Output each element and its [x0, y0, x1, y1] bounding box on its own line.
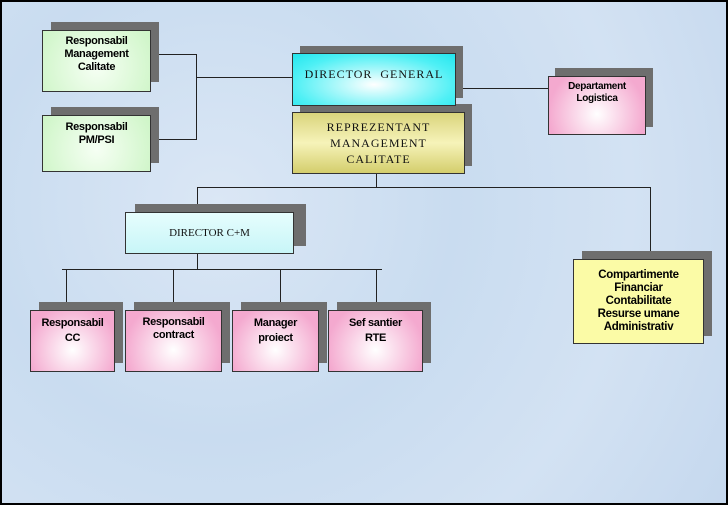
node-label: Responsabil [142, 316, 205, 328]
connector [197, 253, 198, 270]
connector [455, 88, 550, 89]
node-director-cm: DIRECTOR C+M [125, 212, 294, 254]
node-label: Compartimente [598, 269, 679, 281]
node-label: Financiar [614, 282, 663, 294]
connector [150, 54, 196, 55]
connector [196, 54, 197, 140]
node-label: REPREZENTANT [326, 120, 431, 134]
node-label: Resurse umane [597, 308, 680, 320]
node-label: DIRECTOR C+M [169, 227, 250, 239]
connector [650, 187, 651, 260]
node-label: proiect [258, 332, 293, 344]
connector [62, 269, 382, 270]
node-label: Responsabil [65, 35, 128, 47]
node-resp-contract: Responsabil contract [125, 310, 222, 372]
connector [280, 269, 281, 310]
connector [197, 187, 650, 188]
connector [376, 269, 377, 310]
connector [66, 269, 67, 310]
node-director-general: DIRECTOR GENERAL [292, 53, 456, 106]
node-label: Management [64, 48, 129, 60]
node-label: PM/PSI [78, 134, 115, 146]
node-label: Administrativ [603, 321, 674, 333]
node-label: CC [64, 332, 81, 344]
node-label: Calitate [77, 61, 116, 73]
connector [197, 187, 198, 212]
node-resp-mgmt-calitate: Responsabil Management Calitate [42, 30, 151, 92]
node-label: contract [153, 329, 194, 341]
connector [376, 173, 377, 188]
node-sef-santier: Sef santier RTE [328, 310, 423, 372]
node-resp-cc: Responsabil CC [30, 310, 115, 372]
node-label: Responsabil [41, 317, 104, 329]
node-compartimente: Compartimente Financiar Contabilitate Re… [573, 259, 704, 344]
connector [196, 77, 292, 78]
node-label: RTE [364, 332, 387, 344]
node-label: DIRECTOR GENERAL [304, 67, 444, 81]
node-label: CALITATE [346, 152, 411, 166]
node-label: Manager [253, 317, 298, 329]
node-dept-logistica: Departament Logistica [548, 76, 646, 135]
node-label: Logistica [576, 93, 618, 104]
node-label: Contabilitate [605, 295, 672, 307]
node-label: Sef santier [349, 317, 402, 329]
connector [150, 139, 196, 140]
node-label: Responsabil [65, 121, 128, 133]
node-manager-proiect: Manager proiect [232, 310, 319, 372]
node-resp-pm-psi: Responsabil PM/PSI [42, 115, 151, 172]
node-label: Departament [568, 81, 626, 92]
node-label: MANAGEMENT [330, 136, 427, 150]
connector [173, 269, 174, 310]
node-reprezentant-management-calitate: REPREZENTANT MANAGEMENT CALITATE [292, 112, 465, 174]
